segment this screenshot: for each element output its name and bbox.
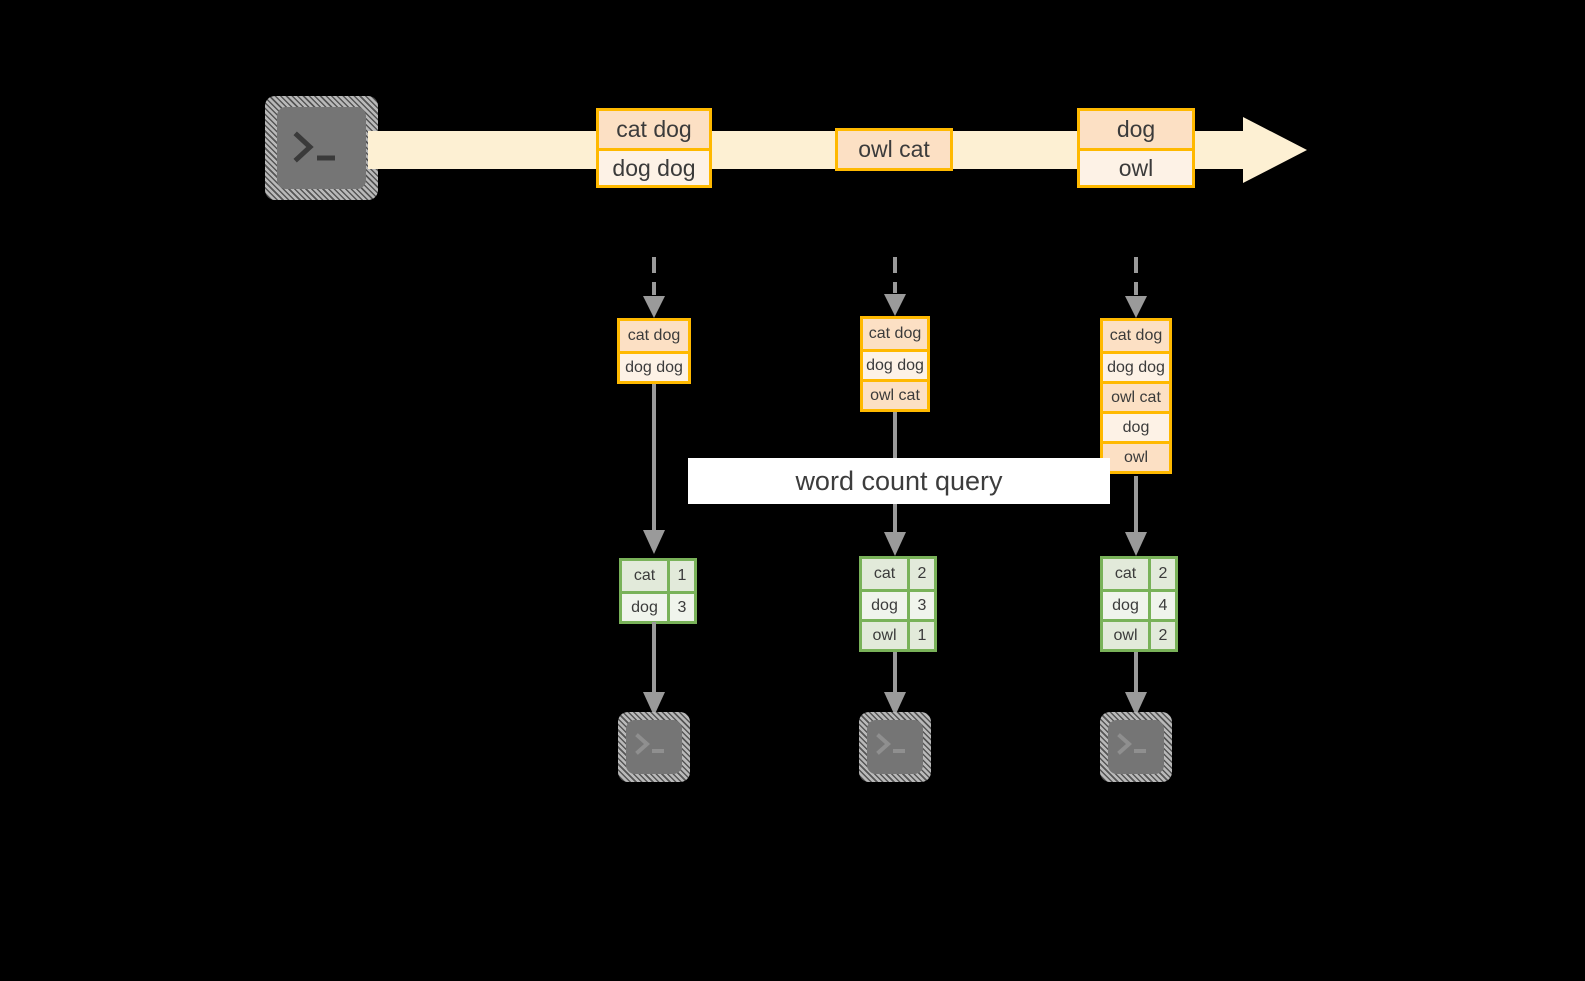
snapshot-1-result-table[interactable]: cat 1 dog 3 [619, 558, 697, 624]
result-word: dog [862, 592, 907, 619]
result-count: 2 [1148, 622, 1175, 649]
snapshot-1-accumulated-events[interactable]: cat dog dog dog [617, 318, 691, 384]
accumulated-event-line: dog dog [863, 349, 927, 379]
terminal-face [867, 720, 923, 774]
result-row: dog 3 [862, 589, 934, 619]
accumulated-event-line: owl cat [1103, 381, 1169, 411]
result-word: cat [622, 561, 667, 591]
result-count: 3 [667, 594, 694, 621]
snapshot-1-sink-terminal-icon[interactable] [618, 712, 690, 782]
terminal-prompt-icon [293, 131, 335, 163]
result-row: dog 3 [622, 591, 694, 621]
terminal-prompt-icon [876, 733, 905, 755]
result-word: dog [622, 594, 667, 621]
snapshot-3-result-table[interactable]: cat 2 dog 4 owl 2 [1100, 556, 1178, 652]
accumulated-event-line: dog dog [1103, 351, 1169, 381]
snapshot-2-accumulated-events[interactable]: cat dog dog dog owl cat [860, 316, 930, 412]
snapshot-2-sink-terminal-icon[interactable] [859, 712, 931, 782]
accumulated-event-line: cat dog [1103, 321, 1169, 351]
result-row: owl 2 [1103, 619, 1175, 649]
terminal-prompt-icon [635, 733, 664, 755]
terminal-face [277, 107, 366, 189]
accumulated-event-line: dog [1103, 411, 1169, 441]
query-label: word count query [688, 458, 1110, 504]
result-count: 2 [1148, 559, 1175, 589]
snapshot-2-sink-arrow-icon [881, 652, 909, 718]
snapshot-1-sink-arrow-icon [640, 622, 668, 718]
snapshot-3-sink-arrow-icon [1122, 652, 1150, 718]
accumulated-event-line: cat dog [620, 321, 688, 351]
stream-event-line: cat dog [599, 111, 709, 148]
snapshot-1-query-arrow-icon [640, 384, 668, 556]
result-word: owl [862, 622, 907, 649]
stream-event-group-1[interactable]: cat dog dog dog [596, 108, 712, 188]
snapshot-2-result-table[interactable]: cat 2 dog 3 owl 1 [859, 556, 937, 652]
result-row: cat 1 [622, 561, 694, 591]
result-row: cat 2 [862, 559, 934, 589]
result-count: 1 [907, 622, 934, 649]
terminal-prompt-icon [1117, 733, 1146, 755]
stream-event-line: owl [1080, 148, 1192, 185]
terminal-face [1108, 720, 1164, 774]
snapshot-3-dashed-arrow-icon [1122, 255, 1150, 321]
result-count: 1 [667, 561, 694, 591]
terminal-face [626, 720, 682, 774]
snapshot-3-sink-terminal-icon[interactable] [1100, 712, 1172, 782]
result-word: dog [1103, 592, 1148, 619]
accumulated-event-line: owl cat [863, 379, 927, 409]
snapshot-3-query-arrow-icon [1122, 476, 1150, 558]
snapshot-1-dashed-arrow-icon [640, 255, 668, 321]
accumulated-event-line: cat dog [863, 319, 927, 349]
result-row: owl 1 [862, 619, 934, 649]
stream-event-group-3[interactable]: dog owl [1077, 108, 1195, 188]
result-word: cat [862, 559, 907, 589]
result-count: 3 [907, 592, 934, 619]
result-row: dog 4 [1103, 589, 1175, 619]
result-word: owl [1103, 622, 1148, 649]
result-row: cat 2 [1103, 559, 1175, 589]
snapshot-2-dashed-arrow-icon [881, 255, 909, 319]
result-word: cat [1103, 559, 1148, 589]
accumulated-event-line: owl [1103, 441, 1169, 471]
snapshot-3-accumulated-events[interactable]: cat dog dog dog owl cat dog owl [1100, 318, 1172, 474]
stream-event-line: dog dog [599, 148, 709, 185]
stream-event-group-2[interactable]: owl cat [835, 128, 953, 171]
stream-event-line: dog [1080, 111, 1192, 148]
result-count: 2 [907, 559, 934, 589]
result-count: 4 [1148, 592, 1175, 619]
accumulated-event-line: dog dog [620, 351, 688, 381]
stream-event-line: owl cat [838, 131, 950, 168]
source-terminal-icon[interactable] [265, 96, 378, 200]
